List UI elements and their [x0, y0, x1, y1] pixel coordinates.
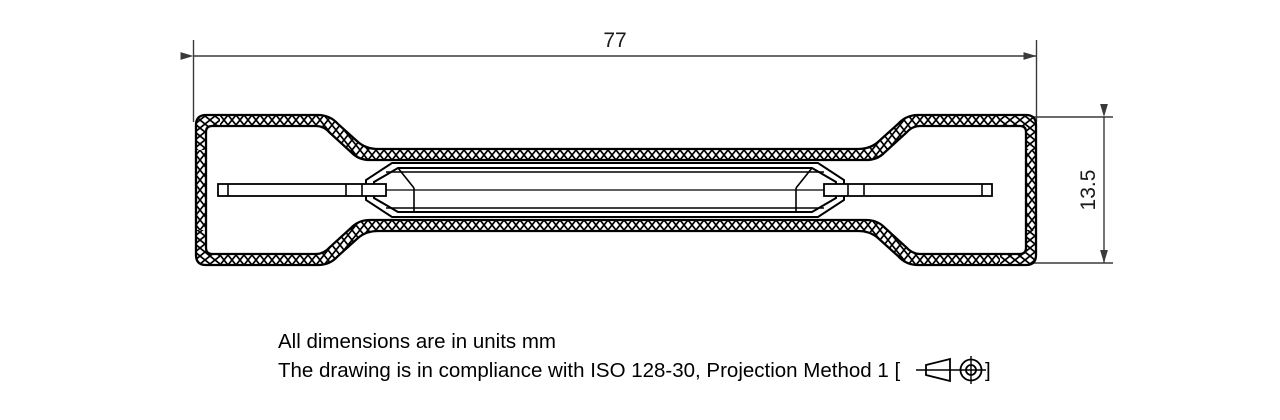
inner-contour	[204, 124, 1028, 256]
note-line-standard: The drawing is in compliance with ISO 12…	[278, 359, 900, 382]
lead-wire-right-body	[823, 183, 993, 197]
note-line-units: All dimensions are in units mm	[278, 330, 556, 353]
dimension-overall-width: 77	[180, 29, 1038, 122]
lead-wire-right	[823, 183, 993, 197]
projection-cone-view	[925, 357, 951, 383]
inner-core-component	[365, 162, 845, 218]
outer-contour	[194, 113, 1038, 267]
core-taper-line-left-top	[397, 167, 415, 189]
dimension-label-height: 13.5	[1077, 170, 1100, 211]
note-closing-bracket: ]	[985, 359, 991, 382]
lead-wire-left	[217, 183, 387, 197]
core-taper-line-right-top	[795, 167, 813, 189]
lead-wire-left-body	[217, 183, 387, 197]
dimension-label-width: 77	[603, 29, 626, 52]
first-angle-projection-symbol	[916, 356, 986, 384]
